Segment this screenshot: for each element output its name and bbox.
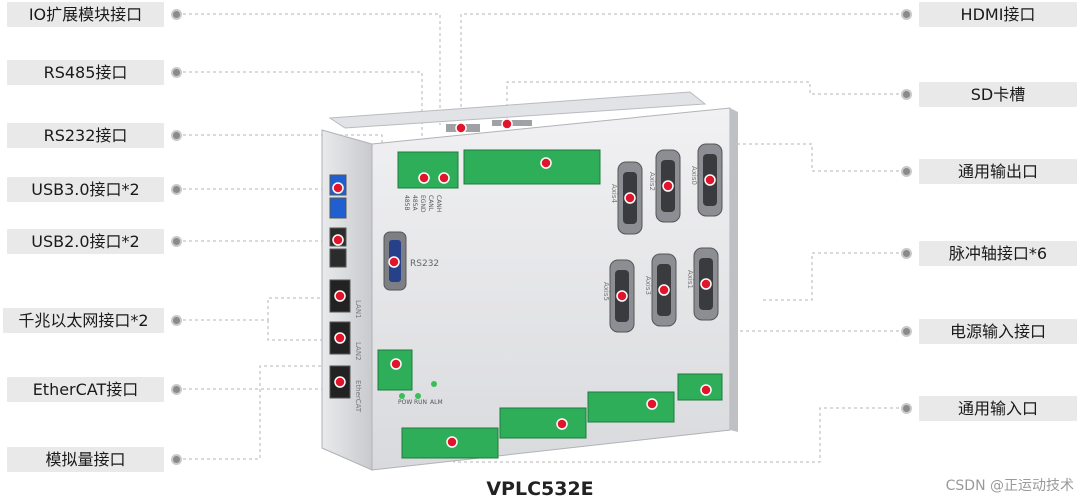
label-general-output: 通用输出口 [919,159,1077,184]
label-analog: 模拟量接口 [7,447,164,472]
rs485-pin-3: EGND [419,195,426,213]
marker-axis1 [700,278,712,290]
label-sd-slot: SD卡槽 [919,82,1077,107]
marker-axis0 [704,174,716,186]
leader-line-hdmi [460,13,899,124]
label-dot-general-output [901,166,912,177]
general-input-terminal-2 [499,407,587,439]
label-ethercat: EtherCAT接口 [7,377,164,402]
rs485-terminal [397,151,459,189]
marker-power [700,384,712,396]
usb20-port-b [329,248,347,268]
marker-input-1 [446,436,458,448]
power-input-terminal [677,373,723,401]
analog-terminal [377,349,413,391]
marker-lan [334,290,346,302]
rs485-pin-4: CANL [427,195,434,212]
label-dot-rs232 [171,130,182,141]
marker-ethercat [334,376,346,388]
axis-connector-axis5: Axis5 [602,259,635,333]
label-dot-rs485 [171,67,182,78]
leader-line-gigabit-ethernet-2 [267,320,336,341]
watermark: CSDN @正运动技术 [945,478,1074,494]
marker-rs485 [418,172,430,184]
axis-connector-axis0: Axis0 [690,143,723,217]
label-rs485: RS485接口 [7,60,164,85]
marker-hdmi [455,122,467,134]
led-label-alm: ALM [430,399,443,406]
label-power-input: 电源输入接口 [919,319,1077,344]
axis-silk-axis2: Axis2 [648,172,656,191]
housing-rim [328,91,707,129]
general-output-terminal [463,149,601,185]
rs485-pin-2: 485A [411,195,418,211]
label-dot-ethercat [171,384,182,395]
leader-line-io-expansion [183,13,441,125]
label-usb30: USB3.0接口*2 [7,177,164,202]
marker-lan2 [334,332,346,344]
leader-line-rs232 [183,134,383,258]
marker-axis2 [662,180,674,192]
axis-silk-axis3: Axis3 [644,276,652,295]
label-io-expansion: IO扩展模块接口 [7,2,164,27]
model-name: VPLC532E [486,478,594,500]
rs232-silk: RS232 [410,259,439,269]
marker-analog [390,358,402,370]
axis-connector-axis2: Axis2 [648,149,681,223]
label-usb20: USB2.0接口*2 [7,229,164,254]
marker-axis3 [658,284,670,296]
marker-sd [501,118,513,130]
rs485-pin-1: 485B [403,195,410,211]
marker-usb30 [332,182,344,194]
marker-axis5 [616,290,628,302]
label-dot-usb30 [171,184,182,195]
leader-line-pulse-axis [760,252,899,301]
housing-right-edge [730,108,738,432]
label-dot-gigabit-ethernet [171,315,182,326]
axis-silk-axis1: Axis1 [686,270,694,289]
label-hdmi: HDMI接口 [919,2,1077,27]
marker-output [540,157,552,169]
label-dot-general-input [901,403,912,414]
leader-line-sd-slot [506,81,899,120]
label-dot-usb20 [171,236,182,247]
marker-input-3 [646,398,658,410]
marker-usb20 [332,234,344,246]
ethercat-silk: EtherCAT [354,380,362,413]
label-general-input: 通用输入口 [919,396,1077,421]
label-dot-sd-slot [901,89,912,100]
marker-rs232 [388,256,400,268]
label-pulse-axis: 脉冲轴接口*6 [919,241,1077,266]
marker-axis4 [624,192,636,204]
axis-silk-axis4: Axis4 [610,184,618,204]
label-dot-analog [171,454,182,465]
general-input-terminal-3 [587,391,675,423]
label-dot-pulse-axis [901,248,912,259]
marker-can [438,172,450,184]
lan-silk-1: LAN1 [354,300,362,319]
label-dot-io-expansion [171,9,182,20]
rs485-pin-5: CANH [435,195,442,212]
marker-input-2 [556,418,568,430]
axis-silk-axis5: Axis5 [602,282,610,301]
label-gigabit-ethernet: 千兆以太网接口*2 [3,308,164,333]
label-rs232: RS232接口 [7,123,164,148]
axis-silk-axis0: Axis0 [690,166,698,185]
axis-connector-axis1: Axis1 [686,247,719,321]
led-label-run: RUN [414,399,427,406]
led-label-pow: POW [398,399,412,406]
leader-line-gigabit-ethernet [183,297,336,321]
usb30-port-b [329,197,347,219]
axis-connector-axis4: Axis4 [610,161,643,235]
axis-connector-axis3: Axis3 [644,253,677,327]
lan-silk-2: LAN2 [354,342,362,361]
label-dot-hdmi [901,9,912,20]
label-dot-power-input [901,326,912,337]
